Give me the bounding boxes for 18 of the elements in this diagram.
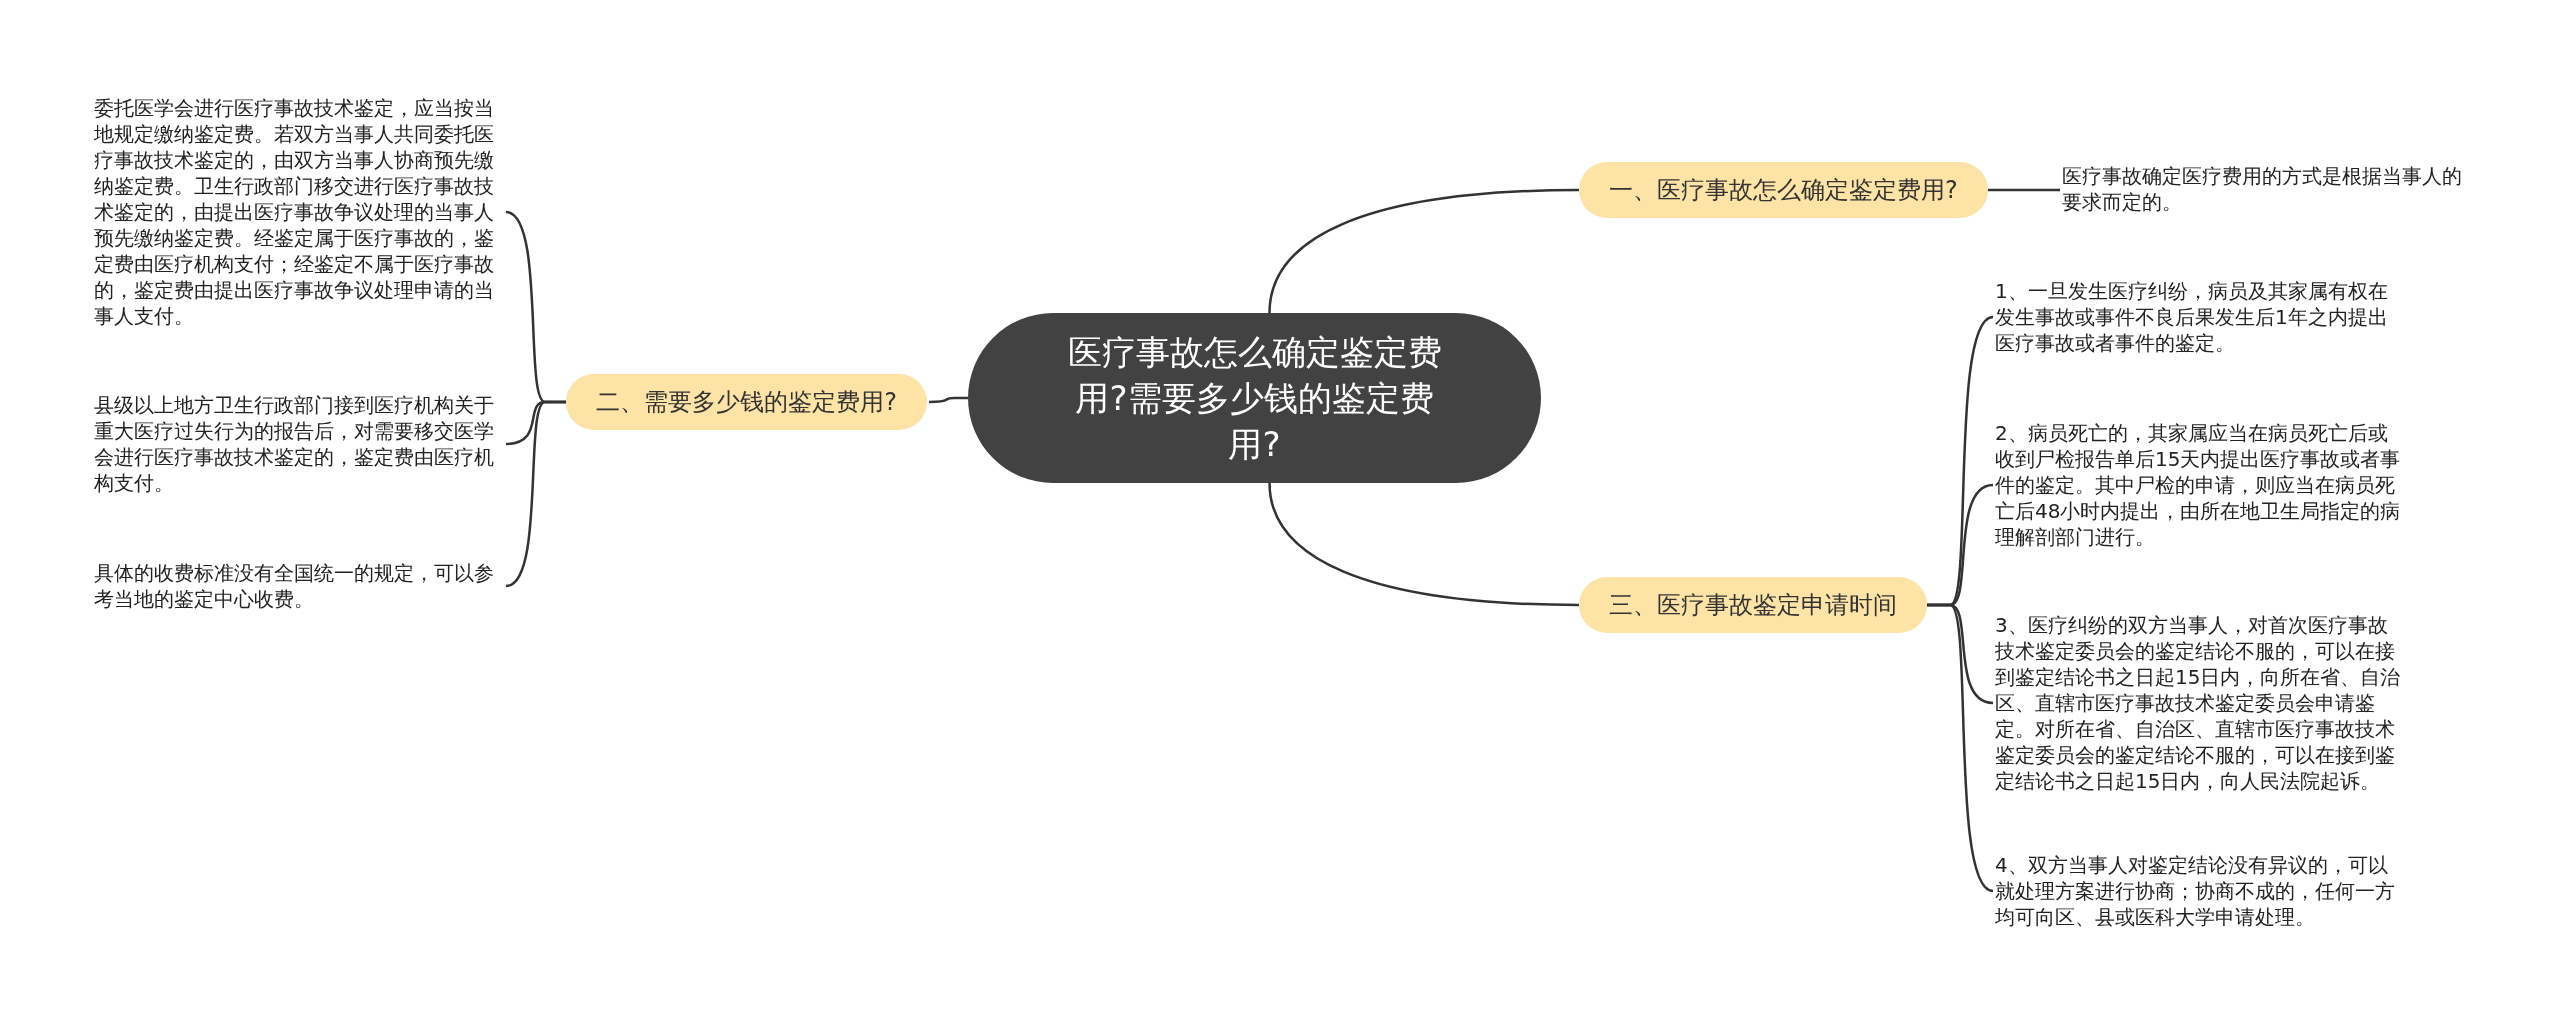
connector-line: [1927, 603, 1994, 893]
note-text: 3、医疗纠纷的双方当事人，对首次医疗事故技术鉴定委员会的鉴定结论不服的，可以在接到鉴定结论书之日起15日内，向所在省、自治区、直辖市医疗事故技术鉴定委员会申请鉴定。对所在省、自治区、直辖市医疗事故技术鉴定委员会的鉴定结论不服的，可以在接到鉴定结论书之日起15日内，向人民法院起诉。: [1995, 612, 2405, 794]
connector-line: [1268, 188, 1580, 314]
note-text: 4、双方当事人对鉴定结论没有异议的，可以就处理方案进行协商；协商不成的，任何一方均可向区、县或医科大学申请处理。: [1995, 852, 2405, 930]
connector-line: [505, 400, 567, 588]
connector-line: [1268, 482, 1580, 607]
branch-topic: 一、医疗事故怎么确定鉴定费用?: [1579, 162, 1988, 218]
central-topic: 医疗事故怎么确定鉴定费用?需要多少钱的鉴定费用?: [968, 313, 1541, 483]
note-text: 2、病员死亡的，其家属应当在病员死亡后或收到尸检报告单后15天内提出医疗事故或者事件的鉴定。其中尸检的申请，则应当在病员死亡后48小时内提出，由所在地卫生局指定的病理解剖部门进行。: [1995, 420, 2405, 550]
branch-topic: 三、医疗事故鉴定申请时间: [1579, 577, 1927, 633]
note-text: 具体的收费标准没有全国统一的规定，可以参考当地的鉴定中心收费。: [94, 560, 504, 612]
connector-line: [929, 396, 968, 404]
branch-topic: 二、需要多少钱的鉴定费用?: [566, 374, 927, 430]
note-text: 县级以上地方卫生行政部门接到医疗机构关于重大医疗过失行为的报告后，对需要移交医学会进行医疗事故技术鉴定的，鉴定费由医疗机构支付。: [94, 392, 504, 496]
connector-line: [1987, 188, 2060, 192]
note-text: 委托医学会进行医疗事故技术鉴定，应当按当地规定缴纳鉴定费。若双方当事人共同委托医疗事故技术鉴定的，由双方当事人协商预先缴纳鉴定费。卫生行政部门移交进行医疗事故技术鉴定的，由提出医疗事故争议处理的当事人预先缴纳鉴定费。经鉴定属于医疗事故的，鉴定费由医疗机构支付；经鉴定不属于医疗事故的，鉴定费由提出医疗事故争议处理申请的当事人支付。: [94, 95, 504, 329]
note-text: 1、一旦发生医疗纠纷，病员及其家属有权在发生事故或事件不良后果发生后1年之内提出医疗事故或者事件的鉴定。: [1995, 278, 2405, 356]
note-text: 医疗事故确定医疗费用的方式是根据当事人的要求而定的。: [2062, 163, 2472, 215]
